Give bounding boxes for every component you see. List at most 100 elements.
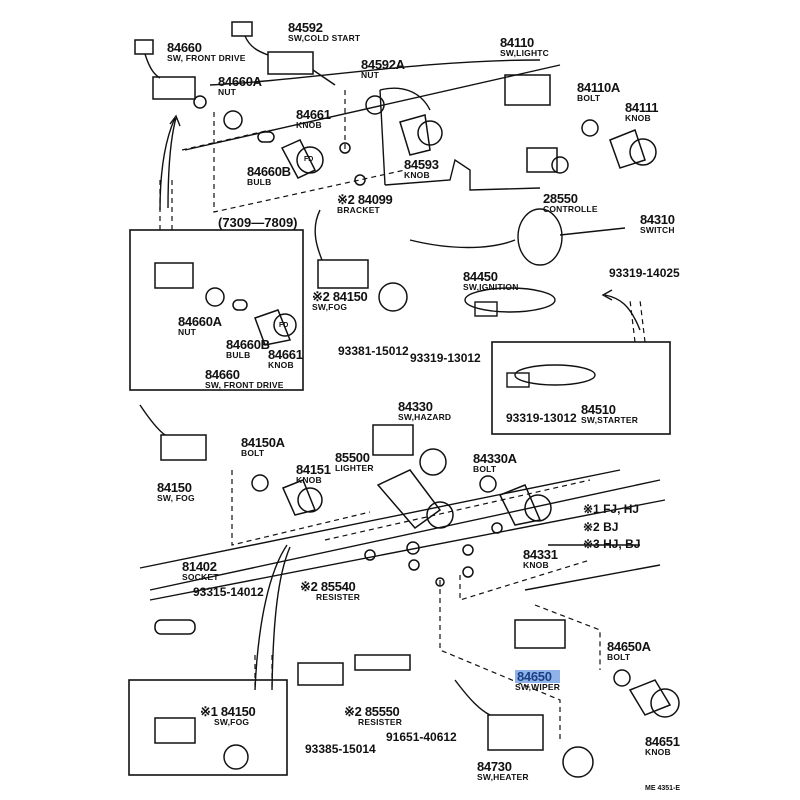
knob-mark-fd-inset: FD xyxy=(279,322,289,329)
part-name: SW,WIPER xyxy=(515,682,561,692)
part-number: 84150 xyxy=(157,480,192,495)
part-name: KNOB xyxy=(523,560,549,570)
fastener-93315-14012[interactable]: 93315-14012 xyxy=(193,585,264,599)
part-name: KNOB xyxy=(625,113,651,123)
part-number: ※2 85540 xyxy=(300,579,356,594)
nuts-bolts xyxy=(205,95,631,687)
part-name: SOCKET xyxy=(182,572,219,582)
part-number: 84660 xyxy=(167,40,202,55)
part-number: 84150A xyxy=(241,435,285,450)
part-name: KNOB xyxy=(268,360,294,370)
part-name: SW, FRONT DRIVE xyxy=(167,53,246,63)
wiring xyxy=(139,35,626,716)
part-name: BOLT xyxy=(577,93,601,103)
part-number: ※2 84150 xyxy=(312,289,368,304)
part-name: CONTROLLE xyxy=(543,204,598,214)
part-number: 84730 xyxy=(477,759,512,774)
legend-note-2: ※2 BJ xyxy=(583,520,619,534)
part-name: SW,HAZARD xyxy=(398,412,452,422)
part-name: SW,FOG xyxy=(312,302,348,312)
part-name: NUT xyxy=(178,327,197,337)
part-name: KNOB xyxy=(296,475,322,485)
part-number: 84660A xyxy=(178,314,222,329)
part-name: SW,STARTER xyxy=(581,415,639,425)
part-number: 84593 xyxy=(404,157,439,172)
part-name: SW,IGNITION xyxy=(463,282,519,292)
part-name: SW,HEATER xyxy=(477,772,529,782)
part-name: LIGHTER xyxy=(335,463,374,473)
fastener-93319-14025[interactable]: 93319-14025 xyxy=(609,266,680,280)
part-number: ※2 84099 xyxy=(337,192,393,207)
drawing-code: ME 4351-E xyxy=(645,785,681,792)
fastener-93319-13012-inset[interactable]: 93319-13012 xyxy=(506,411,577,425)
part-name: SW,COLD START xyxy=(288,33,361,43)
part-name: BRACKET xyxy=(337,205,380,215)
part-name: NUT xyxy=(361,70,380,80)
part-number: 85500 xyxy=(335,450,370,465)
part-number: 84650 xyxy=(515,670,561,683)
part-number: ※2 85550 xyxy=(344,704,400,719)
part-name: RESISTER xyxy=(358,717,403,727)
part-name: SW,FOG xyxy=(214,717,250,727)
part-number: 84111 xyxy=(625,100,659,115)
part-number: 84660B xyxy=(226,337,270,352)
dash-panel-outline xyxy=(139,59,666,601)
part-number: 84661 xyxy=(296,107,331,122)
part-number: 84661 xyxy=(268,347,303,362)
part-number: 84651 xyxy=(645,734,680,749)
part-number: 84330 xyxy=(398,399,433,414)
knob-mark-fd: FD xyxy=(304,156,314,163)
fastener-91651-40612[interactable]: 91651-40612 xyxy=(386,730,457,744)
fastener-93381-15012[interactable]: 93381-15012 xyxy=(338,344,409,358)
fastener-93319-13012[interactable]: 93319-13012 xyxy=(410,351,481,365)
part-number: 84110A xyxy=(577,80,621,95)
part-number: 84660B xyxy=(247,164,291,179)
part-number: 84592 xyxy=(288,20,323,35)
fastener-93385-15014[interactable]: 93385-15014 xyxy=(305,742,376,756)
part-number: 84310 xyxy=(640,212,675,227)
part-name: KNOB xyxy=(645,747,671,757)
part-number: 84450 xyxy=(463,269,498,284)
part-name: BULB xyxy=(247,177,272,187)
part-number: 84110 xyxy=(500,35,534,50)
part-number: 84592A xyxy=(361,57,405,72)
part-number: 81402 xyxy=(182,559,217,574)
inset-box-fog xyxy=(128,679,288,776)
